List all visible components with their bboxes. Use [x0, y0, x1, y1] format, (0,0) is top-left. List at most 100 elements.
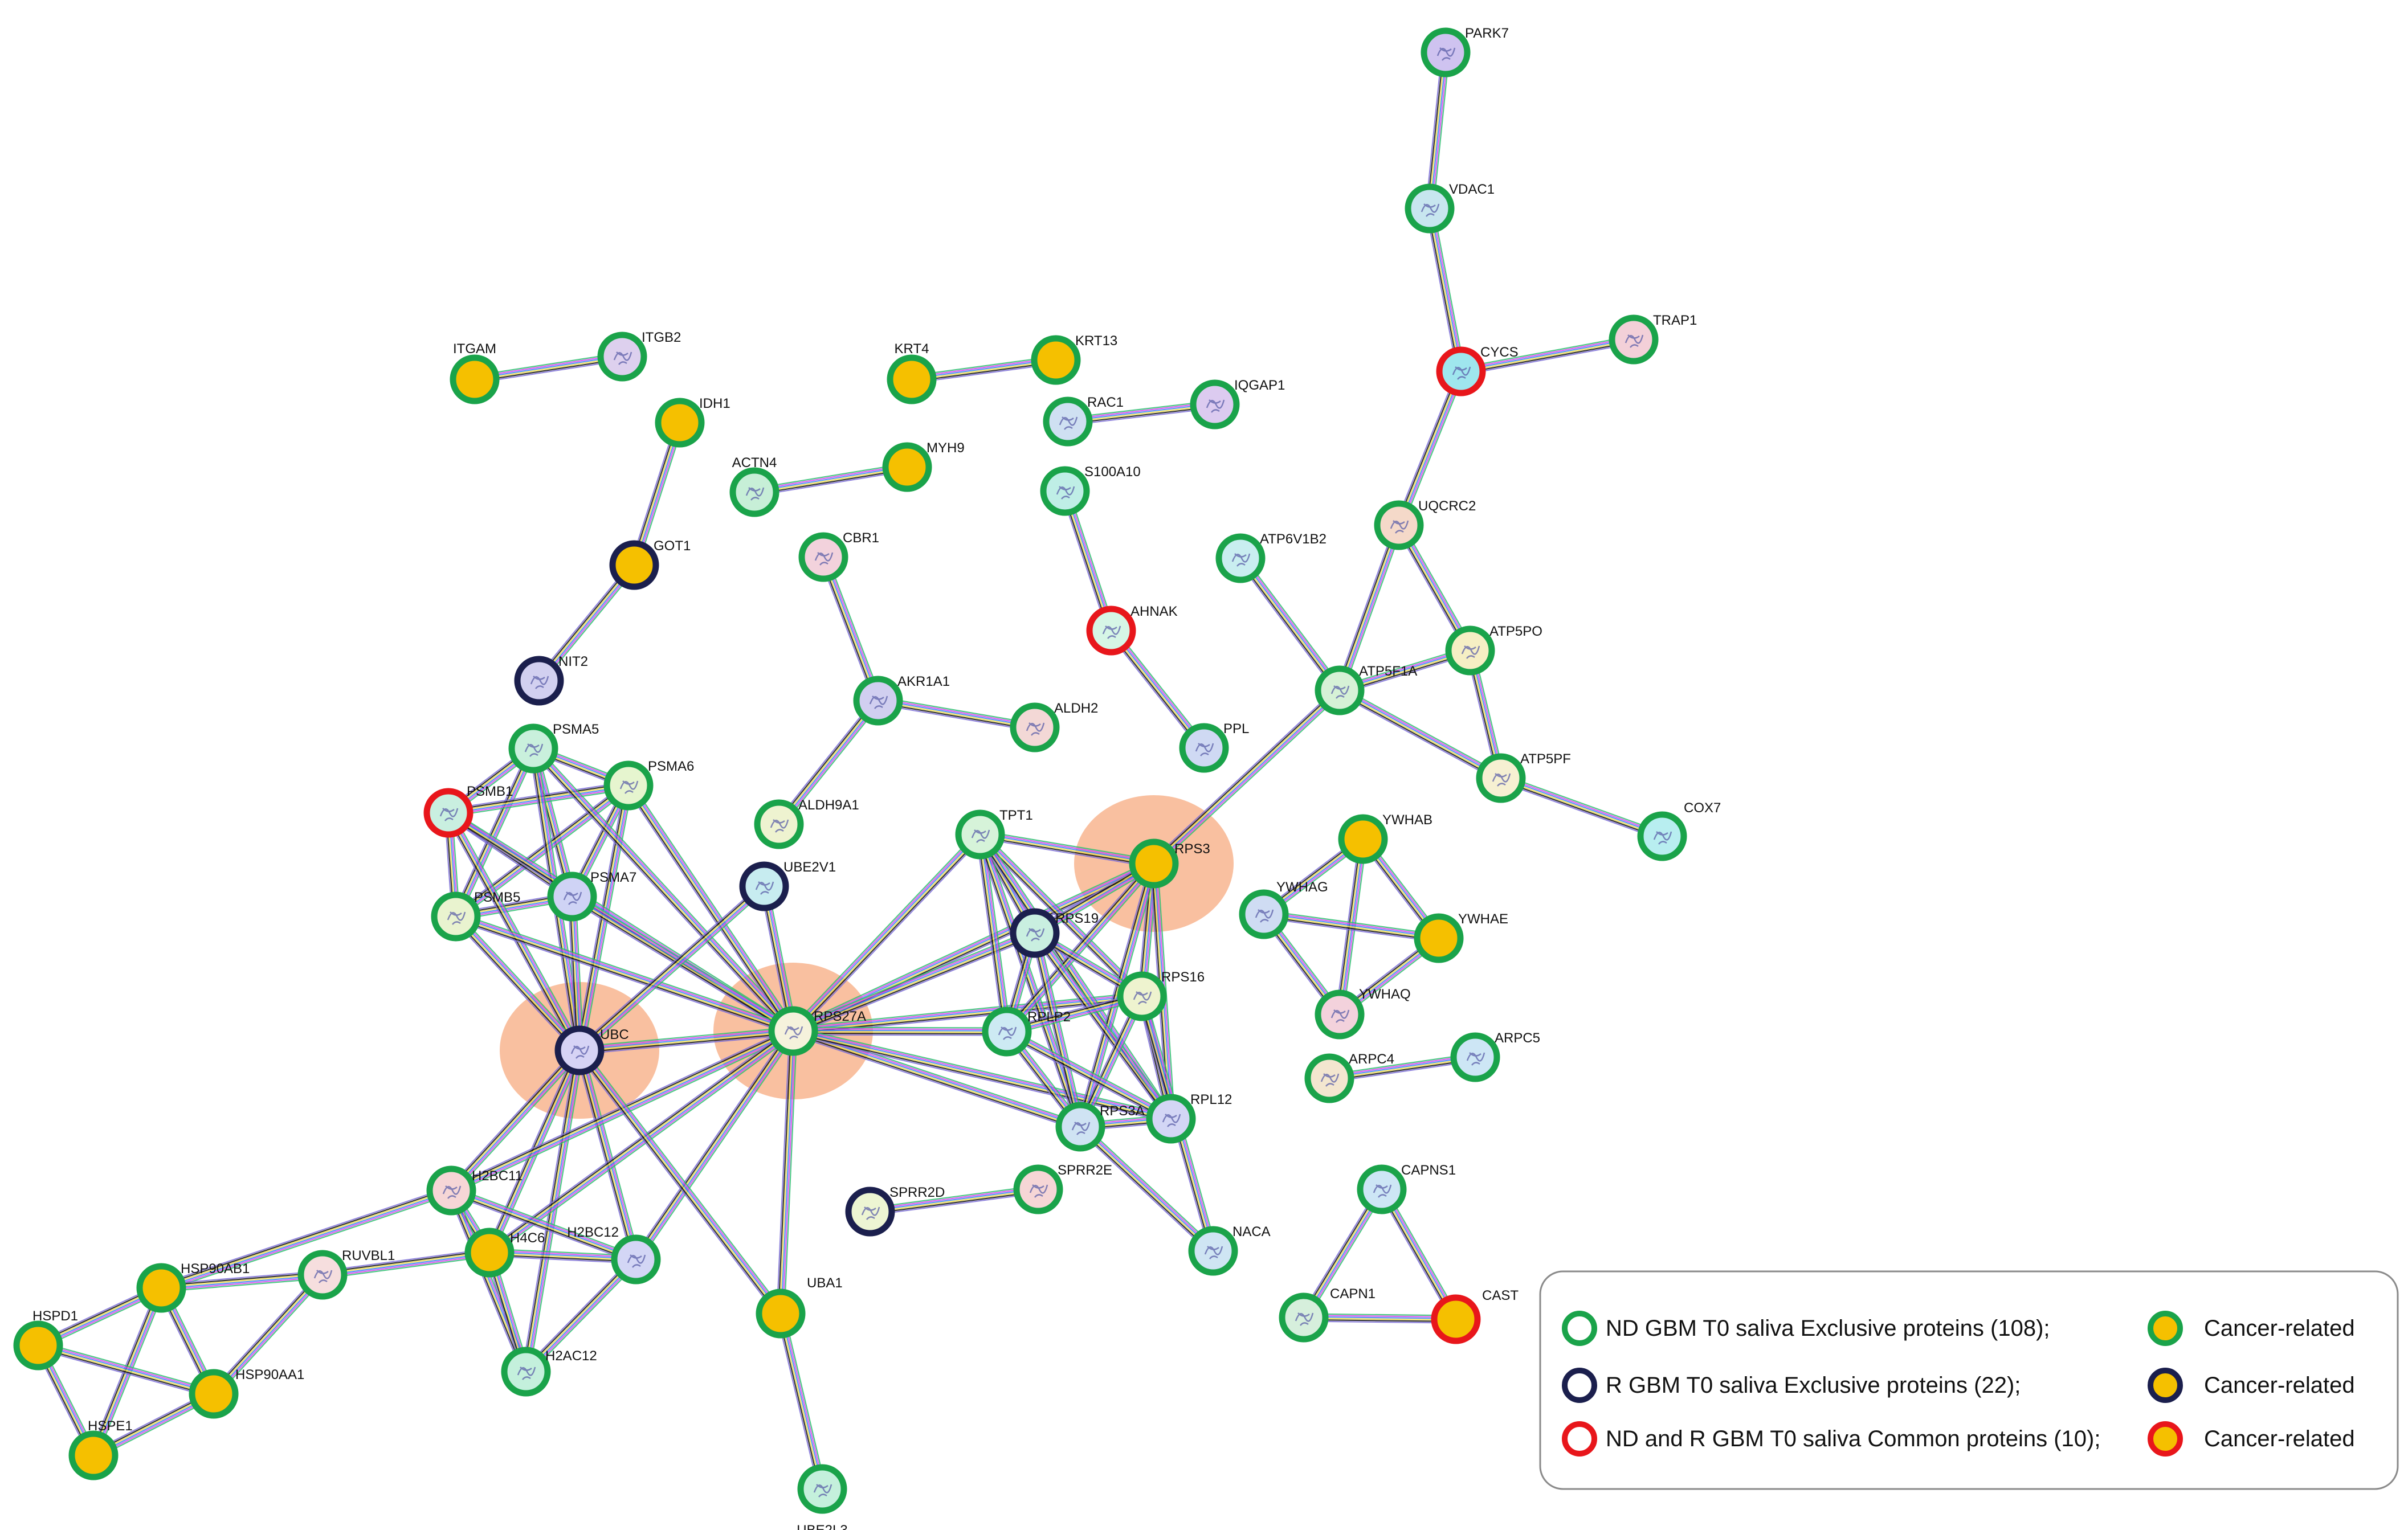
node-label: RPS27A [814, 1009, 866, 1024]
node-h4c6[interactable]: H4C6 [464, 1228, 545, 1278]
node-rps3a[interactable]: RPS3A [1055, 1102, 1145, 1152]
edge-strand [448, 1047, 578, 1189]
node-hsp90ab1[interactable]: HSP90AB1 [136, 1261, 250, 1313]
node-hspe1[interactable]: HSPE1 [68, 1418, 133, 1480]
node-actn4[interactable]: ACTN4 [729, 455, 779, 517]
node-hspd1[interactable]: HSPD1 [13, 1308, 78, 1371]
edge-strand [1264, 913, 1439, 938]
node-nit2[interactable]: NIT2 [514, 654, 588, 706]
node-h2bc12[interactable]: H2BC12 [567, 1225, 661, 1284]
node-label: GOT1 [654, 538, 691, 554]
node-akr1a1[interactable]: AKR1A1 [853, 674, 950, 726]
edge-strand [1500, 779, 1662, 839]
edge-strand [452, 1186, 638, 1257]
node-rac1[interactable]: RAC1 [1043, 395, 1124, 447]
node-atp6v1b2[interactable]: ATP6V1B2 [1215, 531, 1327, 583]
node-rps27a[interactable]: RPS27A [768, 1006, 866, 1056]
node-trap1[interactable]: TRAP1 [1609, 313, 1697, 365]
node-circle [729, 467, 779, 517]
node-arpc4[interactable]: ARPC4 [1304, 1052, 1394, 1103]
edge-strand [980, 833, 1154, 864]
node-uqcrc2[interactable]: UQCRC2 [1374, 498, 1476, 550]
edge-strand [627, 786, 793, 1032]
edge-strand [877, 703, 1035, 732]
edge-got1-nit2 [536, 562, 638, 684]
node-capn1[interactable]: CAPN1 [1279, 1286, 1376, 1343]
node-uba1[interactable]: UBA1 [756, 1275, 843, 1339]
node-ywhaq[interactable]: YWHAQ [1315, 987, 1411, 1040]
node-naca[interactable]: NACA [1188, 1224, 1271, 1276]
protein-structure-icon [971, 829, 990, 843]
node-krt4[interactable]: KRT4 [887, 341, 937, 404]
node-ppl[interactable]: PPL [1179, 721, 1249, 773]
edge-strand [635, 423, 683, 566]
node-psma6[interactable]: PSMA6 [603, 759, 694, 811]
node-atp5pf[interactable]: ATP5PF [1476, 751, 1571, 803]
edge-strand [794, 835, 982, 1033]
node-label: KRT4 [895, 341, 929, 357]
node-itgb2[interactable]: ITGB2 [597, 330, 681, 382]
edge-strand [454, 747, 533, 917]
node-cox7[interactable]: COX7 [1637, 800, 1721, 861]
node-myh9[interactable]: MYH9 [882, 440, 965, 492]
edge-strand [491, 1033, 796, 1257]
edge-strand [1396, 370, 1460, 525]
node-circle [1431, 1294, 1481, 1344]
node-rps19[interactable]: RPS19 [1010, 908, 1099, 958]
node-ruvbl1[interactable]: RUVBL1 [297, 1248, 395, 1300]
edge-strand [161, 1278, 323, 1292]
node-aldh2[interactable]: ALDH2 [1010, 701, 1098, 752]
node-ubc[interactable]: UBC [554, 1025, 629, 1075]
node-atp5f1a[interactable]: ATP5F1A [1315, 664, 1417, 715]
node-rpl12[interactable]: RPL12 [1146, 1092, 1232, 1144]
node-rplp2[interactable]: RPLP2 [982, 1007, 1071, 1057]
node-itgam[interactable]: ITGAM [450, 341, 500, 404]
node-krt13[interactable]: KRT13 [1031, 333, 1117, 385]
node-h2bc11[interactable]: H2BC11 [426, 1165, 523, 1216]
node-ube2v1[interactable]: UBE2V1 [739, 860, 836, 911]
node-park7[interactable]: PARK7 [1421, 26, 1509, 77]
node-rps16[interactable]: RPS16 [1117, 969, 1205, 1021]
node-rps3[interactable]: RPS3 [1129, 838, 1210, 889]
node-circle [603, 760, 654, 811]
node-capns1[interactable]: CAPNS1 [1357, 1163, 1456, 1214]
node-ywhae[interactable]: YWHAE [1414, 911, 1508, 963]
edge-capns1-cast [1378, 1187, 1460, 1322]
node-psma7[interactable]: PSMA7 [547, 870, 636, 922]
node-arpc5[interactable]: ARPC5 [1450, 1030, 1540, 1082]
node-vdac1[interactable]: VDAC1 [1405, 182, 1495, 234]
edge-strand [581, 1049, 639, 1259]
node-circle [611, 1234, 661, 1284]
node-iqgap1[interactable]: IQGAP1 [1190, 378, 1285, 429]
node-psmb1[interactable]: PSMB1 [423, 784, 513, 838]
node-h2ac12[interactable]: H2AC12 [501, 1347, 597, 1397]
node-ahnak[interactable]: AHNAK [1086, 604, 1178, 656]
node-s100a10[interactable]: S100A10 [1040, 464, 1141, 516]
edge-strand [211, 1273, 321, 1393]
node-sprr2d[interactable]: SPRR2D [845, 1185, 945, 1237]
node-atp5po[interactable]: ATP5PO [1445, 624, 1542, 676]
edge-tpt1-rps3a [976, 833, 1085, 1128]
node-tpt1[interactable]: TPT1 [955, 808, 1033, 860]
node-hsp90aa1[interactable]: HSP90AA1 [189, 1367, 304, 1419]
edge-strand [579, 1050, 638, 1259]
node-sprr2e[interactable]: SPRR2E [1013, 1163, 1112, 1214]
edge-strand [1263, 914, 1439, 940]
node-label: HSP90AB1 [181, 1261, 250, 1277]
protein-structure-icon [861, 1206, 880, 1220]
edge-strand [1306, 1191, 1386, 1320]
node-ube2l3[interactable]: UBE2L3 [797, 1464, 848, 1530]
node-idh1[interactable]: IDH1 [655, 396, 730, 448]
node-aldh9a1[interactable]: ALDH9A1 [754, 797, 859, 849]
node-ywhab[interactable]: YWHAB [1338, 812, 1432, 864]
node-psmb5[interactable]: PSMB5 [431, 890, 520, 942]
node-cycs[interactable]: CYCS [1436, 345, 1519, 396]
node-cast[interactable]: CAST [1431, 1288, 1519, 1344]
node-got1[interactable]: GOT1 [609, 538, 691, 590]
node-ywhag[interactable]: YWHAG [1239, 879, 1328, 939]
edge-strand [38, 1345, 214, 1396]
node-label: PARK7 [1465, 26, 1509, 41]
node-psma5[interactable]: PSMA5 [508, 722, 599, 774]
edge-strand [1078, 862, 1153, 1127]
node-cbr1[interactable]: CBR1 [798, 530, 879, 582]
